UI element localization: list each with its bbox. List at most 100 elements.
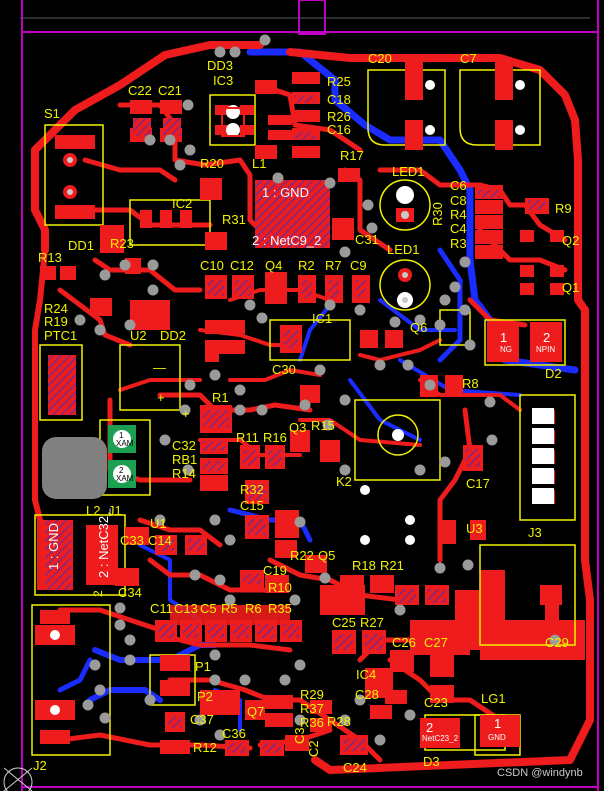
ref-RB1: RB1 <box>172 452 197 467</box>
ref-R20: R20 <box>200 156 224 171</box>
top-notch <box>298 0 326 35</box>
ref-R28: R28 <box>327 714 351 729</box>
ref-R21: R21 <box>380 558 404 573</box>
pad-label-gnd-left: 1 : GND <box>46 523 61 570</box>
ref-C33: C33 <box>120 533 144 548</box>
ref-R5: R5 <box>221 601 238 616</box>
ref-Q1: Q1 <box>562 280 579 295</box>
ref-Q4: Q4 <box>265 258 282 273</box>
tvs-pad1-net: XAM <box>116 439 134 448</box>
tvs-pad2-net: XAM <box>116 474 134 483</box>
ref-C34: C34 <box>118 585 142 600</box>
pad-label-netc9: 2 : NetC9_2 <box>252 233 321 248</box>
pad-label-gnd-top: 1 : GND <box>262 185 309 200</box>
ref-C7: C7 <box>460 51 477 66</box>
j1-pin2-label: 2 <box>91 590 105 597</box>
watermark: CSDN @windynb <box>497 767 583 779</box>
lg1-pad1-net: GND <box>488 733 506 742</box>
ref-IC3: IC3 <box>213 73 233 88</box>
ref-Q5: Q5 <box>318 548 335 563</box>
ref-C6: C6 <box>450 178 467 193</box>
ref-C21: C21 <box>158 83 182 98</box>
pad-labels: 1 : GND 2 : NetC9_2 1 : GND 2 : NetC32_ … <box>46 185 555 743</box>
ref-LG1: LG1 <box>481 691 506 706</box>
ref-R25: R25 <box>327 74 351 89</box>
ref-C4: C4 <box>450 221 467 236</box>
ref-R18: R18 <box>352 558 376 573</box>
ref-IC1: IC1 <box>312 311 332 326</box>
ref-R23: R23 <box>110 236 134 251</box>
svg-text:—: — <box>153 360 166 375</box>
ref-K2: K2 <box>336 474 352 489</box>
ref-R27: R27 <box>360 615 384 630</box>
ref-C27: C27 <box>424 635 448 650</box>
ref-R13: R13 <box>38 250 62 265</box>
ref-C10: C10 <box>200 258 224 273</box>
d3-pad2-number: 2 <box>426 720 433 735</box>
led-markers: + + — <box>153 360 190 421</box>
ref-R12: R12 <box>193 740 217 755</box>
ref-R17: R17 <box>340 148 364 163</box>
ref-U3: U3 <box>466 521 483 536</box>
ref-Q6: Q6 <box>410 320 427 335</box>
ref-C5: C5 <box>200 601 217 616</box>
ref-R8: R8 <box>462 376 479 391</box>
ref-C25: C25 <box>332 615 356 630</box>
ref-R22: R22 <box>290 548 314 563</box>
pad-label-netc32: 2 : NetC32_ <box>96 508 111 578</box>
ref-LED1-top: LED1 <box>392 164 425 179</box>
ref-R6: R6 <box>245 601 262 616</box>
ref-C22: C22 <box>128 83 152 98</box>
ref-R4: R4 <box>450 207 467 222</box>
tvs-pad1-number: 1 <box>119 431 124 440</box>
ref-C19: C19 <box>263 563 287 578</box>
ref-R29: R29 <box>300 687 324 702</box>
ref-C11: C11 <box>150 601 173 616</box>
ref-R31: R31 <box>222 212 246 227</box>
ref-C24: C24 <box>343 760 367 775</box>
ref-R36: R36 <box>300 715 324 730</box>
tvs-pad2-number: 2 <box>119 466 124 475</box>
ref-C18: C18 <box>327 92 351 107</box>
ref-C12: C12 <box>230 258 254 273</box>
ref-J1: J1 <box>108 503 122 518</box>
ref-L1: L1 <box>252 156 266 171</box>
ref-C32: C32 <box>172 438 196 453</box>
designators: S1 DD1 R13 R24 R19 PTC1 U2 DD2 C22 C21 D… <box>33 51 579 775</box>
ref-R9: R9 <box>555 201 572 216</box>
ref-R32: R32 <box>240 482 264 497</box>
ref-R16: R16 <box>263 430 287 445</box>
ref-DD2: DD2 <box>160 328 186 343</box>
ref-R19: R19 <box>44 314 68 329</box>
ref-LED1-bottom: LED1 <box>387 242 420 257</box>
ref-IC4: IC4 <box>356 667 376 682</box>
through-hole-pads <box>35 80 554 720</box>
d2-pad1-number: 1 <box>500 330 507 345</box>
ref-C15: C15 <box>240 498 264 513</box>
ref-C2: C2 <box>306 740 321 757</box>
hatched-bodies <box>45 95 546 753</box>
ref-R26: R26 <box>327 109 351 124</box>
ref-C3: C3 <box>292 727 307 744</box>
vias <box>74 34 561 746</box>
copper-pours <box>170 570 585 715</box>
ref-PTC1: PTC1 <box>44 328 77 343</box>
ref-R1: R1 <box>212 390 229 405</box>
ref-C31: C31 <box>355 232 379 247</box>
ref-C13: C13 <box>174 601 198 616</box>
d2-pad2-number: 2 <box>543 330 550 345</box>
d2-pad1-net: NG <box>500 345 512 354</box>
ref-Q7: Q7 <box>247 704 264 719</box>
ref-S1: S1 <box>44 106 60 121</box>
ref-D2: D2 <box>545 366 562 381</box>
ref-C17: C17 <box>466 476 490 491</box>
ref-C9: C9 <box>350 258 367 273</box>
ref-R2: R2 <box>298 258 315 273</box>
origin-marker <box>3 767 33 791</box>
ref-C16: C16 <box>327 122 351 137</box>
ref-C14: C14 <box>148 533 172 548</box>
ref-R11: R11 <box>236 430 259 445</box>
ref-J2: J2 <box>33 758 47 773</box>
lg1-pad1-number: 1 <box>494 716 501 731</box>
ref-L2: L2 <box>86 503 100 518</box>
